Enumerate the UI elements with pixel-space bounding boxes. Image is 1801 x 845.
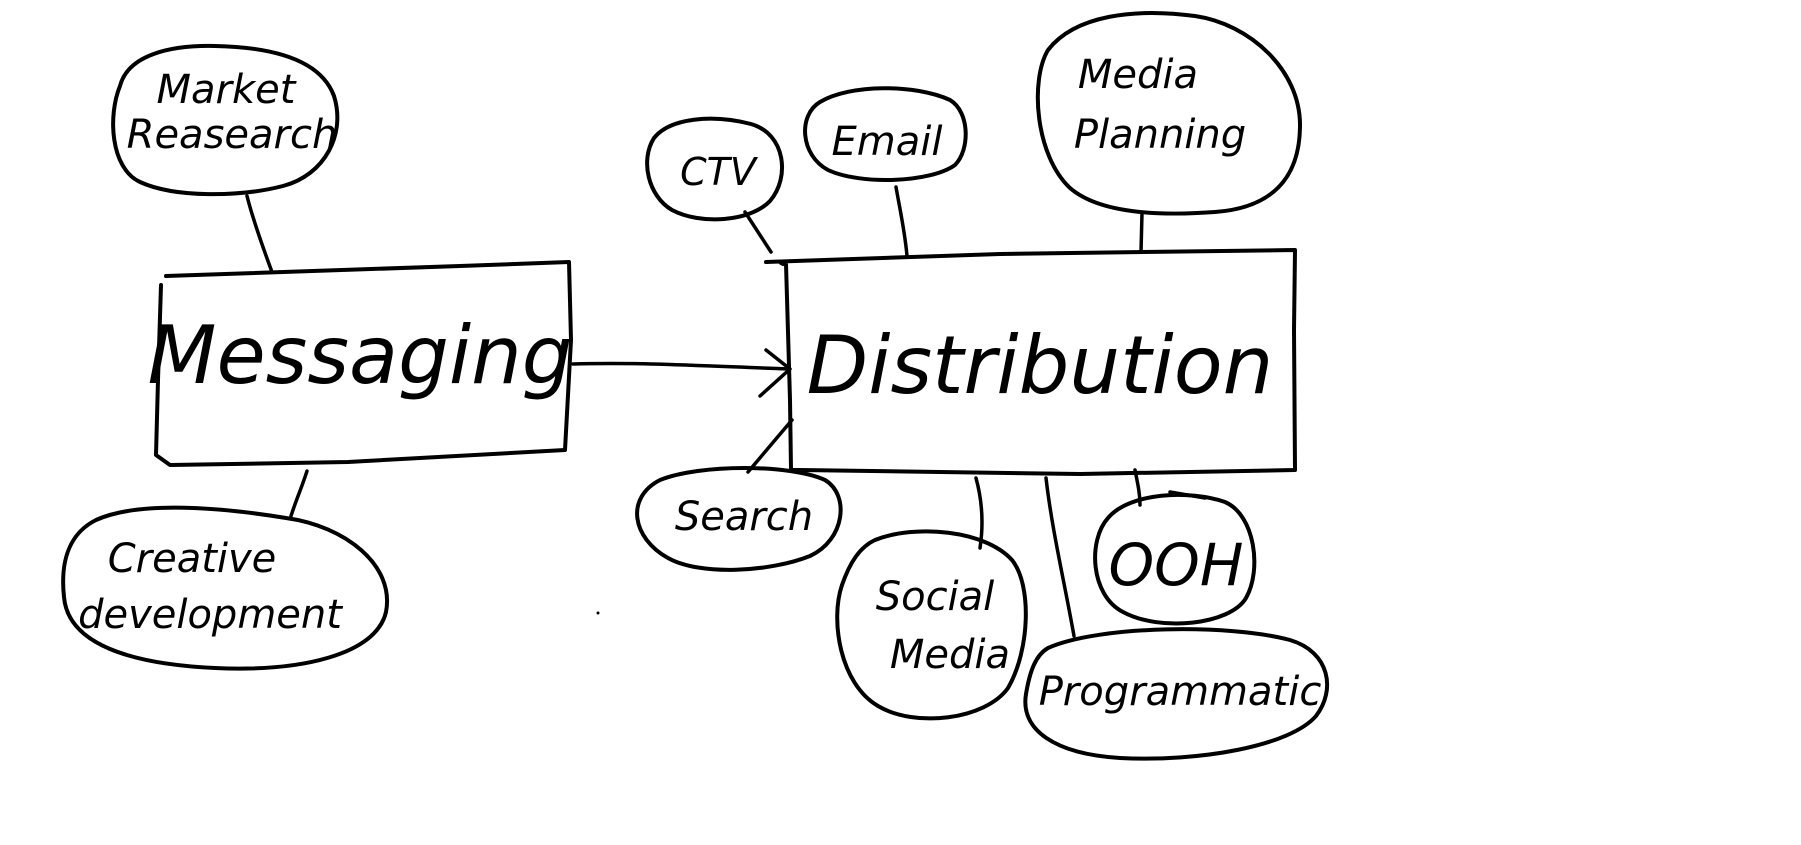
distribution-box-outline	[764, 248, 1297, 476]
stray-dot	[596, 611, 600, 615]
distribution-box: Distribution	[764, 248, 1297, 476]
ctv-connector	[743, 210, 773, 254]
svg-text:Media: Media	[1078, 52, 1198, 98]
ooh-node: OOH	[1093, 493, 1257, 626]
market-research-ellipse	[111, 43, 340, 197]
svg-text:development: development	[78, 592, 343, 638]
social-media-label-line-1: Social	[876, 574, 995, 620]
media-planning-label-line-1: Media	[1078, 52, 1198, 98]
svg-text:Media: Media	[890, 632, 1010, 678]
messaging-label: Messaging	[147, 309, 572, 402]
ooh-label: OOH	[1109, 531, 1244, 599]
distribution-label: Distribution	[807, 319, 1274, 412]
media-planning-connector	[1139, 211, 1144, 254]
creative-development-label-line-2: development	[78, 592, 343, 638]
market-research-label-line-1: Market	[157, 67, 297, 113]
programmatic-ellipse	[1023, 627, 1330, 761]
programmatic-label: Programmatic	[1039, 669, 1322, 715]
svg-text:Reasearch: Reasearch	[127, 112, 338, 158]
creative-development-label-line-1: Creative	[108, 536, 277, 582]
search-ellipse	[635, 466, 843, 572]
search-connector	[746, 418, 794, 474]
creative-development-ellipse	[61, 505, 390, 671]
creative-development-connector	[289, 469, 309, 518]
media-planning-label-line-2: Planning	[1074, 112, 1246, 158]
creative-development-node: Creative development	[61, 505, 390, 671]
social-media-node: Social Media	[835, 529, 1028, 721]
ctv-label: CTV	[680, 150, 759, 194]
social-media-label-line-2: Media	[890, 632, 1010, 678]
programmatic-connector	[1044, 476, 1076, 638]
email-label: Email	[832, 119, 943, 165]
search-label: Search	[675, 494, 813, 540]
messaging-to-distribution-arrow	[571, 348, 792, 398]
svg-text:Market: Market	[157, 67, 297, 113]
email-ellipse	[803, 86, 968, 182]
svg-text:Planning: Planning	[1074, 112, 1246, 158]
arrow-head	[758, 348, 792, 398]
svg-text:Creative: Creative	[108, 536, 277, 582]
ctv-node: CTV	[645, 116, 784, 222]
search-node: Search	[635, 466, 843, 572]
messaging-box-outline	[154, 260, 573, 467]
arrow-shaft	[571, 361, 790, 371]
media-planning-ellipse	[1035, 11, 1302, 216]
email-node: Email	[803, 86, 968, 182]
market-research-connector	[245, 194, 274, 274]
ctv-ellipse	[645, 116, 784, 222]
svg-text:Social: Social	[876, 574, 995, 620]
market-research-node: Market Reasearch	[111, 43, 340, 197]
programmatic-node: Programmatic	[1023, 627, 1330, 761]
ooh-connector	[1133, 468, 1142, 507]
messaging-box: Messaging	[147, 260, 573, 467]
social-media-ellipse	[835, 529, 1028, 721]
ooh-ellipse	[1093, 493, 1257, 626]
email-connector	[894, 185, 909, 258]
market-research-label-line-2: Reasearch	[127, 112, 338, 158]
media-planning-node: Media Planning	[1035, 11, 1302, 216]
